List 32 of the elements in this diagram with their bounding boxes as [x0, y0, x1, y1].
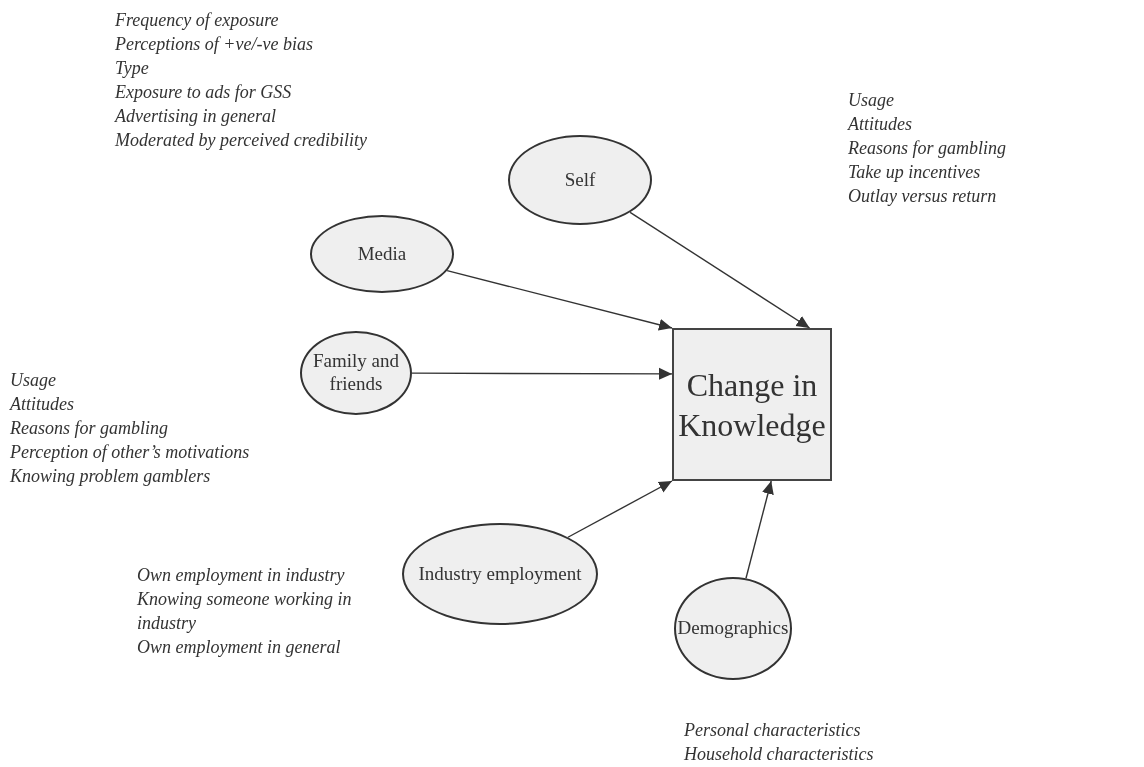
factor-attribute: Attitudes [10, 393, 74, 416]
factor-attribute: Type [115, 57, 149, 80]
factor-attribute: Exposure to ads for GSS [115, 81, 292, 104]
factor-attribute: Own employment in industry [137, 564, 346, 587]
factor-attribute: Knowing problem gamblers [10, 465, 211, 488]
factor-attribute: Reasons for gambling [10, 417, 168, 440]
arrow [567, 480, 673, 538]
node-label: Family and friends [312, 350, 400, 396]
factor-attribute: Perceptions of +ve/-ve bias [115, 33, 313, 56]
factor-attribute: Outlay versus return [848, 185, 997, 208]
factor-attribute: Attitudes [848, 113, 912, 136]
factor-attribute: Frequency of exposure [115, 9, 279, 32]
factor-attribute: Advertising in general [115, 105, 276, 128]
arrow [411, 367, 673, 380]
arrow [629, 211, 811, 329]
factor-attribute: Household characteristics [684, 743, 874, 766]
node-label: Change in Knowledge [677, 365, 827, 445]
factor-attribute: Usage [10, 369, 56, 392]
node-label: Demographics [677, 617, 789, 640]
factor-attribute: Own employment in general [137, 636, 342, 659]
node-label: Self [564, 168, 596, 192]
factor-attribute: Take up incentives [848, 161, 981, 184]
factor-attribute: Personal characteristics [684, 719, 861, 742]
factor-attribute: Usage [848, 89, 894, 112]
outcome-box [672, 328, 832, 481]
factor-attribute: Moderated by perceived credibility [115, 129, 368, 152]
factor-attribute: Knowing someone working in industry [137, 588, 352, 635]
arrow [745, 480, 774, 579]
node-label: Industry employment [418, 562, 582, 586]
factor-attribute: Reasons for gambling [848, 137, 1006, 160]
factor-attribute: Perception of other’s motivations [10, 441, 250, 464]
node-label: Media [357, 242, 407, 266]
